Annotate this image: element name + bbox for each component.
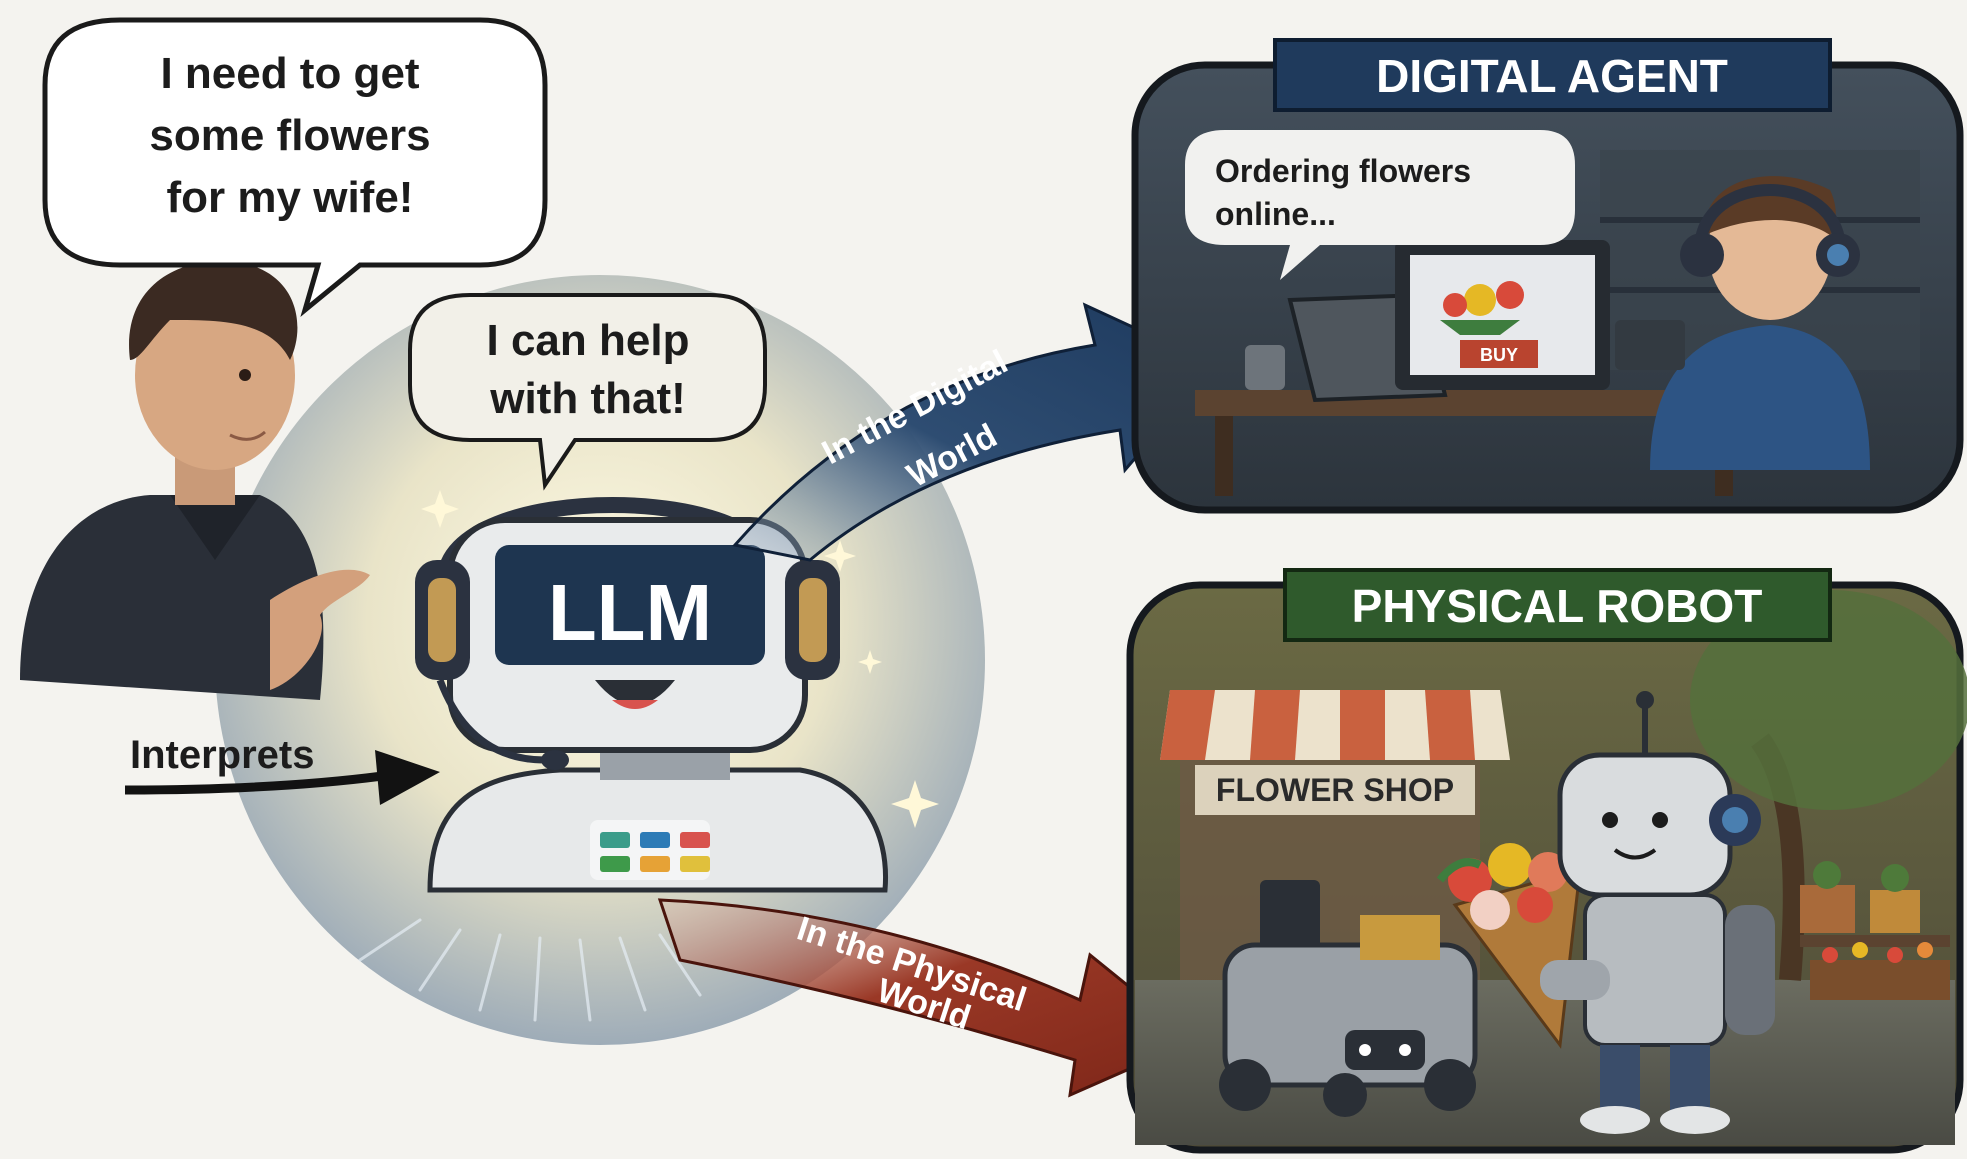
llm-robot: LLM: [415, 497, 889, 893]
digital-agent-person: [1650, 325, 1870, 470]
flower-shop-label: FLOWER SHOP: [1216, 772, 1454, 808]
flower-bouquet: [1436, 843, 1594, 1049]
coffee-mug: [1245, 345, 1285, 390]
llm-speech-bubble: I can help with that!: [408, 293, 767, 491]
llm-face-label: LLM: [548, 568, 712, 657]
control-light-yellow: [680, 856, 710, 872]
interprets-arrow: Interprets: [124, 733, 440, 805]
llm-speech-line2: with that!: [489, 374, 686, 423]
control-light-green: [600, 856, 630, 872]
flower-planter: [1810, 960, 1950, 1000]
control-light-red: [680, 832, 710, 848]
user-speech-bubble: I need to get some flowers for my wife!: [42, 17, 548, 318]
flower-pot: [1800, 885, 1855, 933]
headset-icon: [1680, 233, 1724, 277]
user-speech-line2: some flowers: [149, 111, 430, 160]
control-light-blue: [640, 832, 670, 848]
digital-speech-bubble: [1185, 130, 1575, 280]
buy-button-label: BUY: [1480, 345, 1518, 365]
delivery-robot: [1219, 880, 1478, 1117]
speed-streaks: [358, 918, 702, 1022]
user-person: [20, 261, 370, 700]
shop-awning: [1160, 690, 1510, 760]
control-light-orange: [640, 856, 670, 872]
user-speech-line3: for my wife!: [167, 173, 414, 222]
flower-bouquet-icon: [1464, 284, 1496, 316]
humanoid-robot: [1540, 691, 1775, 1134]
physical-robot-title: PHYSICAL ROBOT: [1352, 580, 1763, 632]
physical-robot-panel: FLOWER SHOP: [1126, 568, 1967, 1154]
user-speech-line1: I need to get: [160, 49, 419, 98]
digital-speech-line1: Ordering flowers: [1215, 153, 1471, 189]
digital-agent-panel: BUY Ordering flowers online... DIGITAL A…: [1131, 38, 1964, 514]
sparkles: [421, 490, 939, 828]
llm-speech-line1: I can help: [487, 316, 690, 365]
digital-agent-title: DIGITAL AGENT: [1376, 50, 1728, 102]
physical-robot-title-banner: [1283, 568, 1832, 642]
interprets-label: Interprets: [130, 733, 315, 777]
buy-button[interactable]: [1460, 340, 1538, 368]
tablet: [1615, 320, 1685, 370]
digital-agent-title-banner: [1273, 38, 1832, 112]
flower-shop-sign: [1195, 765, 1475, 815]
control-light-teal: [600, 832, 630, 848]
digital-speech-line2: online...: [1215, 196, 1336, 232]
